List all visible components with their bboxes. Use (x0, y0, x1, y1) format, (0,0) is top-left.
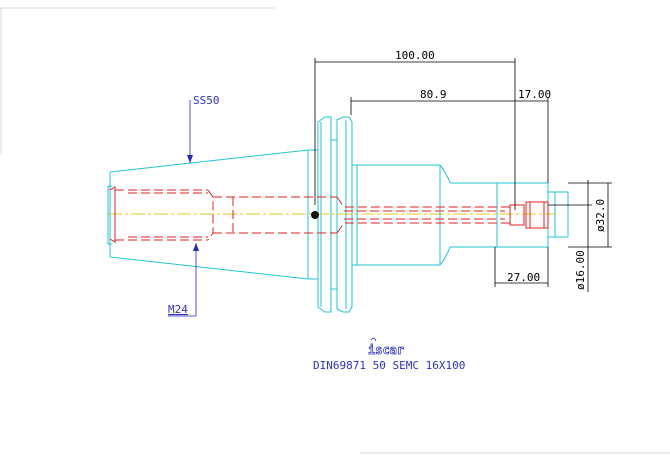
dimension-nose-length: 17.00 (518, 88, 551, 101)
iscar-logo: iscar (368, 337, 404, 357)
svg-text:iscar: iscar (368, 343, 404, 357)
dimension-lines (314, 58, 612, 292)
holder-outline (107, 116, 569, 313)
reference-hole-marker (311, 211, 319, 219)
dimension-overall-length: 100.00 (395, 49, 435, 62)
dimension-bore-diameter: ø16.00 (574, 250, 587, 290)
tool-designation: DIN69871 50 SEMC 16X100 (313, 359, 465, 372)
thread-callout: M24 (168, 303, 188, 316)
callout-leaders (168, 100, 199, 317)
dimension-shank-length: 80.9 (420, 88, 447, 101)
dimension-body-diameter: ø32.0 (594, 199, 607, 232)
dimension-bore-depth: 27.00 (507, 271, 540, 284)
taper-callout: SS50 (193, 94, 220, 107)
internal-features (109, 186, 549, 243)
